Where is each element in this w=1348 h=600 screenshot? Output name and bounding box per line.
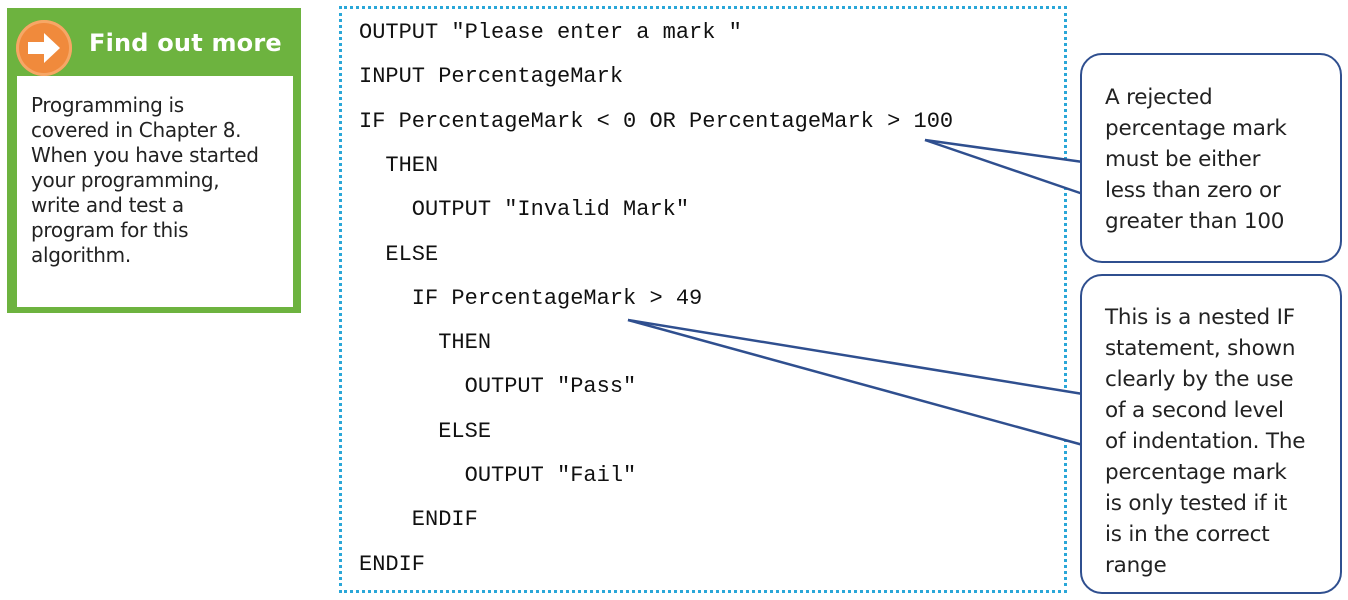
rejected-mark-callout-text: A rejected percentage mark must be eithe… — [1105, 85, 1287, 234]
pseudocode-box — [339, 6, 1067, 593]
code-line: ELSE — [359, 418, 492, 444]
code-line: ELSE — [359, 241, 439, 267]
find-out-more-box: Find out more Programming is covered in … — [7, 8, 301, 313]
code-line: INPUT PercentageMark — [359, 64, 624, 90]
code-line: IF PercentageMark > 49 — [359, 285, 703, 311]
code-line: OUTPUT "Invalid Mark" — [359, 197, 690, 223]
code-line: OUTPUT "Please enter a mark " — [359, 20, 742, 45]
code-line: THEN — [359, 330, 492, 356]
code-line: IF PercentageMark < 0 OR PercentageMark … — [359, 108, 954, 134]
code-line: ENDIF — [359, 551, 426, 577]
rejected-mark-callout — [1080, 53, 1342, 263]
find-out-more-text: Programming is covered in Chapter 8. Whe… — [31, 93, 259, 267]
code-line: ENDIF — [359, 507, 478, 533]
nested-if-callout-text: This is a nested IF statement, shown cle… — [1105, 305, 1306, 578]
find-out-more-title: Find out more — [89, 29, 282, 57]
find-out-more-body: Programming is covered in Chapter 8. Whe… — [17, 76, 293, 307]
right-arrow-icon — [16, 20, 72, 76]
find-out-more-header: Find out more — [7, 8, 301, 76]
nested-if-callout — [1080, 274, 1342, 594]
code-line: THEN — [359, 152, 439, 178]
code-line: OUTPUT "Fail" — [359, 463, 637, 488]
code-line: OUTPUT "Pass" — [359, 374, 637, 400]
